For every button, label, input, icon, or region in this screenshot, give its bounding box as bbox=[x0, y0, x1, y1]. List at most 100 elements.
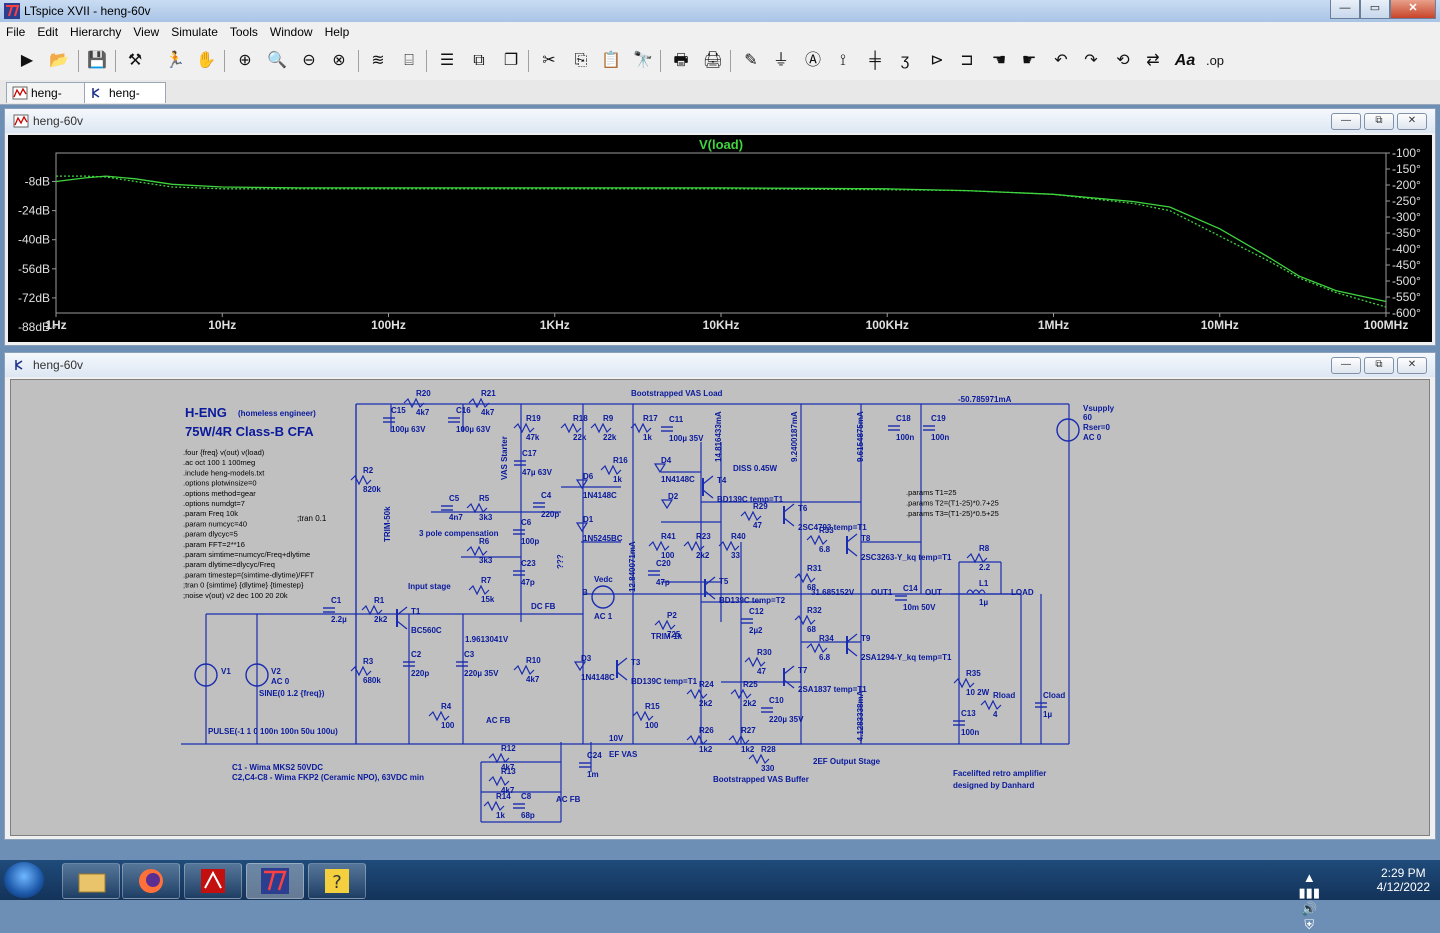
open-folder-icon[interactable]: 📂 bbox=[49, 52, 69, 69]
plot-close-button[interactable]: ✕ bbox=[1397, 113, 1427, 130]
zoom-out-icon[interactable]: ⊖ bbox=[302, 52, 316, 69]
plot-window-titlebar: heng-60v — ⧉ ✕ bbox=[5, 109, 1435, 133]
schematic-minimize-button[interactable]: — bbox=[1331, 357, 1361, 374]
cut-icon[interactable]: ✂ bbox=[542, 52, 556, 69]
clock-time[interactable]: 2:29 PM bbox=[1380, 866, 1426, 880]
maximize-button[interactable]: ▭ bbox=[1360, 0, 1390, 19]
schematic-close-button[interactable]: ✕ bbox=[1397, 357, 1427, 374]
save-icon[interactable]: 💾 bbox=[87, 52, 107, 69]
tray-icons[interactable]: ▲ ▮▮▮ 🔊 ⛨ bbox=[1298, 870, 1320, 932]
draw-wire-icon[interactable]: ✎ bbox=[744, 52, 758, 69]
resistor-symbol bbox=[632, 710, 654, 722]
plot-restore-button[interactable]: ⧉ bbox=[1364, 113, 1394, 130]
menu-file[interactable]: File bbox=[6, 25, 26, 39]
transistor-symbol bbox=[396, 606, 408, 616]
drag-hand-icon[interactable]: ☛ bbox=[1021, 52, 1037, 69]
zoom-area-icon[interactable]: 🔍 bbox=[267, 52, 287, 69]
clock-date[interactable]: 4/12/2022 bbox=[1376, 880, 1430, 894]
x-tick-label: 1MHz bbox=[1038, 318, 1069, 332]
component-ref: R28 bbox=[761, 745, 776, 754]
start-button[interactable] bbox=[4, 862, 44, 898]
component-value: 3k3 bbox=[479, 556, 493, 565]
component-value: 220p bbox=[411, 669, 429, 678]
mirror-icon[interactable]: ⇄ bbox=[1146, 52, 1160, 69]
transistor-symbol bbox=[704, 590, 716, 600]
transistor-symbol bbox=[616, 671, 628, 681]
find-binoculars-icon[interactable]: 🔭 bbox=[633, 52, 653, 69]
component-icon[interactable]: ⊐ bbox=[960, 52, 974, 69]
spice-directive-icon[interactable]: .op bbox=[1205, 53, 1225, 68]
print-icon[interactable]: 🖨 bbox=[702, 52, 724, 69]
ground-icon[interactable]: ⏚ bbox=[772, 52, 789, 69]
tile-vertical-icon[interactable]: ⧉ bbox=[473, 52, 485, 69]
menu-simulate[interactable]: Simulate bbox=[171, 25, 218, 39]
rotate-icon[interactable]: ⟲ bbox=[1116, 52, 1130, 69]
source-vsupply-rser: Rser=0 bbox=[1083, 423, 1110, 432]
resistor-icon[interactable]: ⟟ bbox=[840, 52, 846, 69]
transistor-symbol bbox=[702, 489, 714, 499]
pdf-reader-taskbar-icon[interactable] bbox=[184, 863, 242, 899]
component-value: 47µ 63V bbox=[522, 468, 553, 477]
component-ref: R21 bbox=[481, 389, 496, 398]
run-simulation-icon[interactable]: 🏃 bbox=[165, 52, 185, 69]
net-out: OUT bbox=[925, 588, 942, 597]
menu-view[interactable]: View bbox=[133, 25, 160, 39]
tile-horizontal-icon[interactable]: ☰ bbox=[439, 52, 455, 69]
resistor-symbol bbox=[728, 734, 750, 746]
component-ref: Rload bbox=[993, 691, 1015, 700]
menu-hierarchy[interactable]: Hierarchy bbox=[70, 25, 122, 39]
label-net-icon[interactable]: Ⓐ bbox=[804, 52, 821, 69]
zoom-fit-icon[interactable]: ⊗ bbox=[332, 52, 346, 69]
current-label: -50.785971mA bbox=[958, 395, 1012, 404]
y-right-tick-label: -450° bbox=[1392, 258, 1421, 272]
move-hand-icon[interactable]: ☚ bbox=[991, 52, 1007, 69]
menu-window[interactable]: Window bbox=[269, 25, 313, 39]
resistor-symbol bbox=[488, 775, 510, 787]
paste-icon[interactable]: 📋 bbox=[601, 52, 621, 69]
resistor-symbol bbox=[980, 699, 1002, 711]
resistor-symbol bbox=[590, 422, 612, 434]
zoom-in-icon[interactable]: ⊕ bbox=[238, 52, 252, 69]
menu-tools[interactable]: Tools bbox=[229, 25, 258, 39]
pick-visible-traces-icon[interactable]: ⌸ bbox=[404, 52, 414, 69]
print-setup-icon[interactable]: 🖶 bbox=[673, 52, 689, 69]
tab-schematic[interactable]: heng-60v bbox=[84, 82, 166, 120]
run-icon[interactable]: ▶ bbox=[20, 52, 34, 69]
capacitor-icon[interactable]: ╪ bbox=[869, 52, 881, 69]
plot-minimize-button[interactable]: — bbox=[1331, 113, 1361, 130]
file-explorer-taskbar-icon[interactable] bbox=[62, 863, 120, 899]
diode-icon[interactable]: ⊳ bbox=[930, 52, 944, 69]
close-button[interactable]: ✕ bbox=[1390, 0, 1436, 19]
minimize-button[interactable]: — bbox=[1330, 0, 1360, 19]
help-taskbar-icon[interactable]: ? bbox=[308, 863, 366, 899]
cascade-icon[interactable]: ❐ bbox=[503, 52, 519, 69]
component-value: 1m bbox=[587, 770, 599, 779]
tab-waveform[interactable]: heng-60v bbox=[6, 82, 88, 120]
x-tick-label: 100Hz bbox=[371, 318, 406, 332]
undo-icon[interactable]: ↶ bbox=[1054, 52, 1068, 69]
text-icon[interactable]: Aa bbox=[1174, 52, 1196, 69]
ltspice-taskbar-icon[interactable] bbox=[246, 863, 304, 899]
note-trim50: TRIM-50k bbox=[383, 506, 392, 542]
redo-icon[interactable]: ↷ bbox=[1084, 52, 1098, 69]
component-ref: R25 bbox=[743, 680, 758, 689]
component-ref: R9 bbox=[603, 414, 614, 423]
component-ref: R5 bbox=[479, 494, 490, 503]
autorange-icon[interactable]: ≋ bbox=[371, 52, 385, 69]
component-value: 1N4148C bbox=[661, 475, 695, 484]
inductor-icon[interactable]: ʒ bbox=[900, 52, 910, 69]
menu-help[interactable]: Help bbox=[324, 25, 350, 39]
net-vedc: Vedc bbox=[594, 575, 613, 584]
pan-hand-icon[interactable]: ✋ bbox=[196, 52, 216, 69]
firefox-taskbar-icon[interactable] bbox=[122, 863, 180, 899]
menu-edit[interactable]: Edit bbox=[37, 25, 59, 39]
schematic-restore-button[interactable]: ⧉ bbox=[1364, 357, 1394, 374]
spice-directive: .options method=gear bbox=[183, 489, 256, 498]
copy-icon[interactable]: ⎘ bbox=[574, 52, 588, 69]
control-panel-icon[interactable]: ⚒ bbox=[127, 52, 143, 69]
